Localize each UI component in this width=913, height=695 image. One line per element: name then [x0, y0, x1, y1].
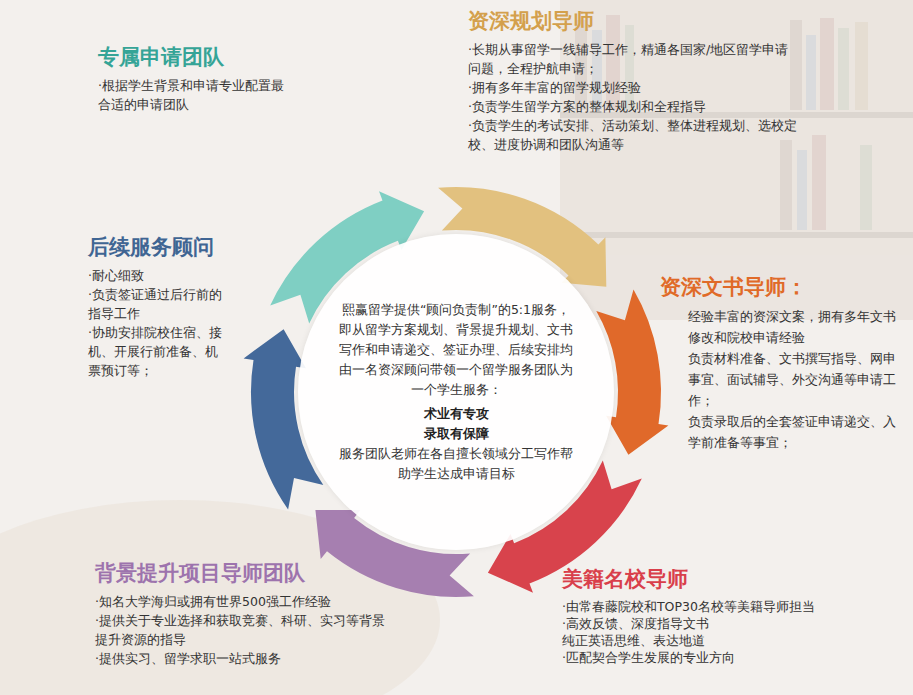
team-duty-text: ·由常春藤院校和TOP30名校等美籍导师担当 — [562, 598, 892, 615]
team-body: ·知名大学海归或拥有世界500强工作经验·提供关于专业选择和获取竞赛、科研、实习… — [95, 592, 395, 668]
team-duty-text: ·匹配契合学生发展的专业方向 — [562, 649, 892, 666]
team-duty-text: ·提供实习、留学求职一站式服务 — [95, 649, 395, 668]
team-section: 背景提升项目导师团队 ·知名大学海归或拥有世界500强工作经验·提供关于专业选择和… — [95, 560, 395, 668]
team-duty-text: ·负责学生留学方案的整体规划和全程指导 — [468, 97, 798, 116]
team-heading: 后续服务顾问 — [88, 234, 228, 260]
team-section: 专属申请团队 ·根据学生背景和申请专业配置最合适的申请团队 — [98, 44, 293, 114]
team-duty-text: ·根据学生背景和申请专业配置最合适的申请团队 — [98, 76, 293, 114]
center-paragraph: 熙赢留学提供“顾问负责制”的5:1服务，即从留学方案规划、背景提升规划、文书写作… — [338, 300, 574, 400]
team-section: 资深规划导师 ·长期从事留学一线辅导工作，精通各国家/地区留学申请问题，全程护航申… — [468, 8, 798, 154]
team-duty-text: ·耐心细致 — [88, 266, 228, 285]
team-body: ·由常春藤院校和TOP30名校等美籍导师担当·高效反馈、深度指导文书纯正英语思维… — [562, 598, 892, 666]
team-section: 美籍名校导师 ·由常春藤院校和TOP30名校等美籍导师担当·高效反馈、深度指导文书… — [562, 566, 892, 666]
slogan-text: 术业有专攻 — [338, 404, 574, 424]
team-heading: 资深规划导师 — [468, 8, 798, 34]
slogan-text: 录取有保障 — [338, 424, 574, 444]
team-duty-text: ·负责学生的考试安排、活动策划、整体进程规划、选校定校、进度协调和团队沟通等 — [468, 116, 798, 154]
team-body: ·长期从事留学一线辅导工作，精通各国家/地区留学申请问题，全程护航申请；·拥有多… — [468, 40, 798, 154]
team-duty-text: 经验丰富的资深文案，拥有多年文书修改和院校申请经验 — [688, 306, 900, 348]
team-duty-text: ·拥有多年丰富的留学规划经验 — [468, 78, 798, 97]
team-heading: 背景提升项目导师团队 — [95, 560, 395, 586]
team-body: ·耐心细致·负责签证通过后行前的指导工作·协助安排院校住宿、接机、开展行前准备、… — [88, 266, 228, 380]
center-circle: 熙赢留学提供“顾问负责制”的5:1服务，即从留学方案规划、背景提升规划、文书写作… — [298, 234, 614, 550]
team-section: 后续服务顾问 ·耐心细致·负责签证通过后行前的指导工作·协助安排院校住宿、接机、开… — [88, 234, 228, 380]
team-duty-text: ·协助安排院校住宿、接机、开展行前准备、机票预订等； — [88, 323, 228, 380]
team-duty-text: ·知名大学海归或拥有世界500强工作经验 — [95, 592, 395, 611]
team-heading: 资深文书导师： — [660, 274, 900, 300]
team-body: 经验丰富的资深文案，拥有多年文书修改和院校申请经验负责材料准备、文书撰写指导、网… — [688, 306, 900, 453]
team-duty-text: 负责录取后的全套签证申请递交、入学前准备等事宜； — [688, 411, 900, 453]
team-duty-text: 纯正英语思维、表达地道 — [562, 632, 892, 649]
center-paragraph: 服务团队老师在各自擅长领域分工写作帮助学生达成申请目标 — [338, 444, 574, 484]
photo-shade — [0, 500, 440, 695]
center-text-group: 熙赢留学提供“顾问负责制”的5:1服务，即从留学方案规划、背景提升规划、文书写作… — [338, 300, 574, 484]
team-duty-text: ·高效反馈、深度指导文书 — [562, 615, 892, 632]
team-section: 资深文书导师：经验丰富的资深文案，拥有多年文书修改和院校申请经验负责材料准备、文… — [688, 274, 900, 453]
team-duty-text: 负责材料准备、文书撰写指导、网申事宜、面试辅导、外交沟通等申请工作； — [688, 348, 900, 411]
team-heading: 专属申请团队 — [98, 44, 293, 70]
team-duty-text: ·提供关于专业选择和获取竞赛、科研、实习等背景提升资源的指导 — [95, 611, 395, 649]
team-heading: 美籍名校导师 — [562, 566, 892, 592]
team-body: ·根据学生背景和申请专业配置最合适的申请团队 — [98, 76, 293, 114]
team-duty-text: ·长期从事留学一线辅导工作，精通各国家/地区留学申请问题，全程护航申请； — [468, 40, 798, 78]
team-duty-text: ·负责签证通过后行前的指导工作 — [88, 285, 228, 323]
